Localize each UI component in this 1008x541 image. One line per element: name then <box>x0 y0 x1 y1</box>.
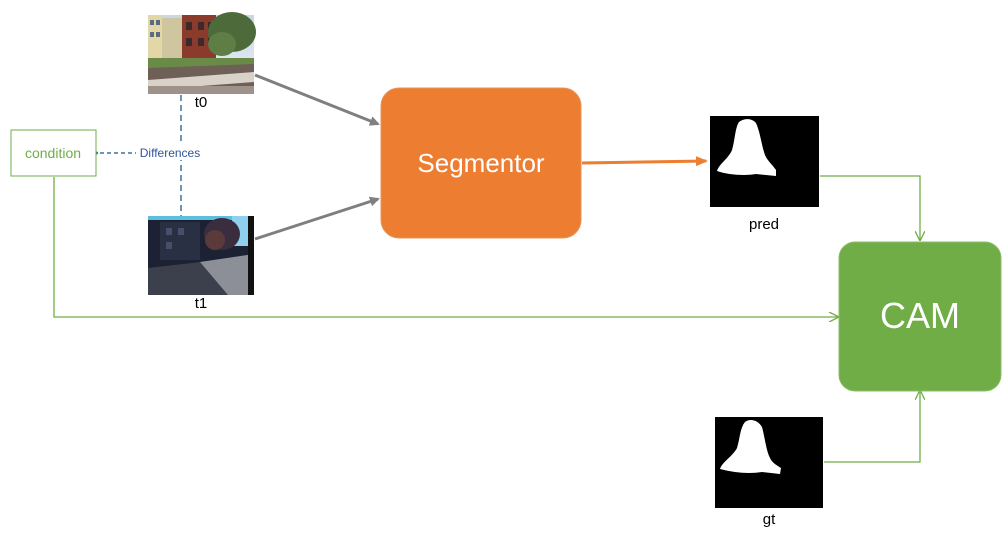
condition-label: condition <box>25 145 81 161</box>
t0-to-segmentor-arrow <box>254 73 380 126</box>
gt-image <box>715 417 823 508</box>
differences-label-bg <box>136 145 204 160</box>
condition-node <box>10 129 97 177</box>
pred-image <box>710 116 819 207</box>
t1-label: t1 <box>195 295 208 312</box>
segmentor-node <box>380 87 582 239</box>
pred-label: pred <box>749 216 779 233</box>
cam-node <box>838 241 1002 392</box>
gt-to-cam-arrow <box>824 391 920 463</box>
segmentor-label: Segmentor <box>417 148 545 178</box>
cam-label: CAM <box>880 295 960 336</box>
pred-to-cam-arrow <box>820 175 920 240</box>
t1-image <box>148 216 254 295</box>
t0-label: t0 <box>195 94 208 111</box>
t0-image <box>148 12 256 94</box>
t1-to-segmentor-arrow <box>254 196 380 241</box>
differences-label: Differences <box>140 146 200 160</box>
segmentor-to-pred-arrow <box>581 156 708 167</box>
gt-label: gt <box>763 511 776 528</box>
condition-to-cam-arrow <box>53 177 838 317</box>
